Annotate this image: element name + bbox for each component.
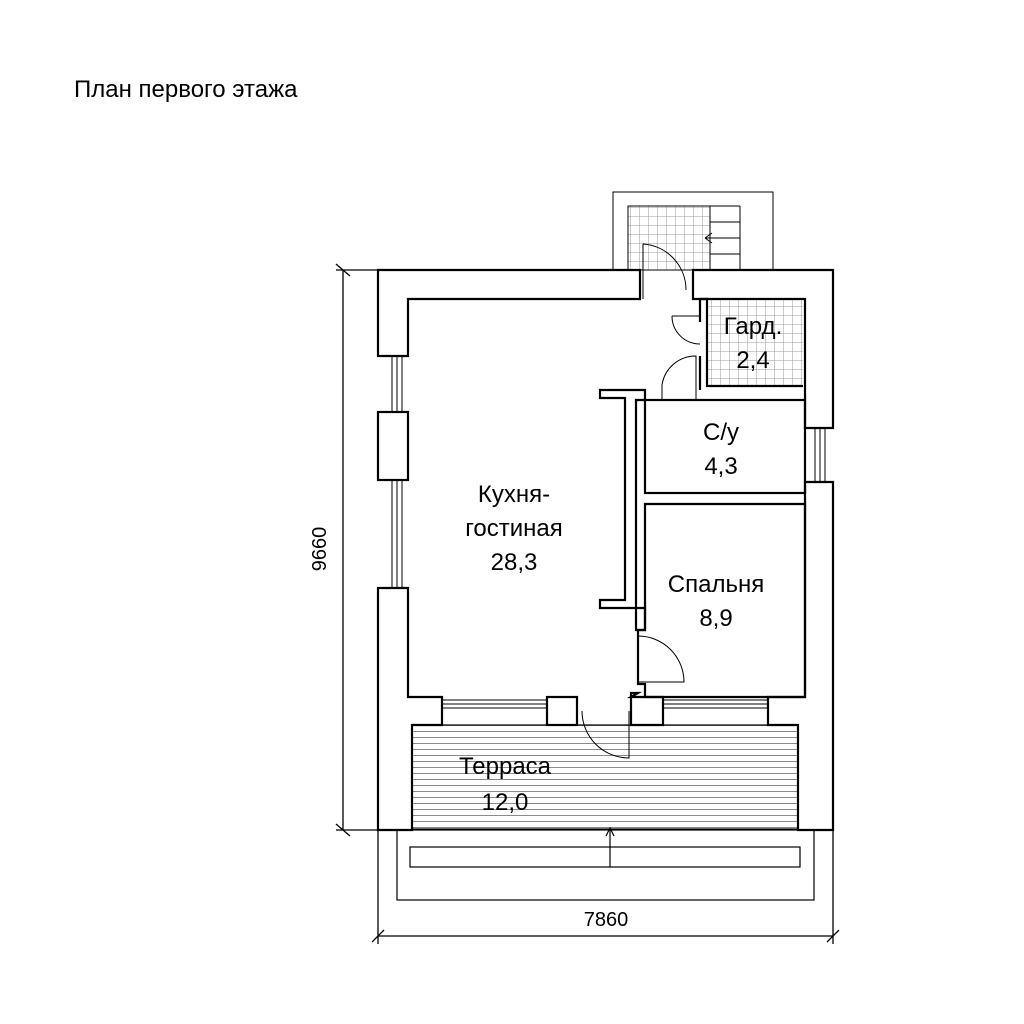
width-dimension-label: 7860 bbox=[584, 909, 629, 931]
bathroom-door bbox=[661, 355, 697, 400]
living-room-area: 28,3 bbox=[491, 549, 538, 576]
wardrobe-floor bbox=[707, 299, 803, 386]
terrace-door bbox=[581, 710, 630, 759]
entrance-door bbox=[642, 243, 687, 299]
wardrobe-door bbox=[671, 315, 701, 345]
dimension-lines bbox=[335, 263, 840, 944]
bathroom-area: 4,3 bbox=[704, 453, 737, 480]
terrace-step-arrow bbox=[605, 826, 615, 837]
bedroom-door bbox=[637, 635, 685, 683]
doors bbox=[581, 243, 701, 759]
porch-step-arrow bbox=[704, 232, 740, 244]
walls bbox=[376, 268, 835, 832]
bedroom-area: 8,9 bbox=[699, 605, 732, 632]
page-title: План первого этажа bbox=[74, 76, 298, 103]
terrace-name: Терраса bbox=[459, 753, 552, 780]
wardrobe-name: Гард. bbox=[724, 313, 782, 340]
bedroom-name: Спальня bbox=[668, 571, 764, 598]
living-room-name-line1: Кухня- bbox=[478, 481, 550, 508]
entrance-porch bbox=[612, 191, 774, 271]
height-dimension-label: 9660 bbox=[309, 527, 331, 572]
wardrobe-area: 2,4 bbox=[736, 347, 769, 374]
windows bbox=[391, 355, 826, 709]
bathroom-name: С/у bbox=[703, 419, 739, 446]
terrace-deck bbox=[396, 724, 815, 901]
living-room-name-line2: гостиная bbox=[465, 515, 563, 542]
terrace-area: 12,0 bbox=[482, 789, 529, 816]
